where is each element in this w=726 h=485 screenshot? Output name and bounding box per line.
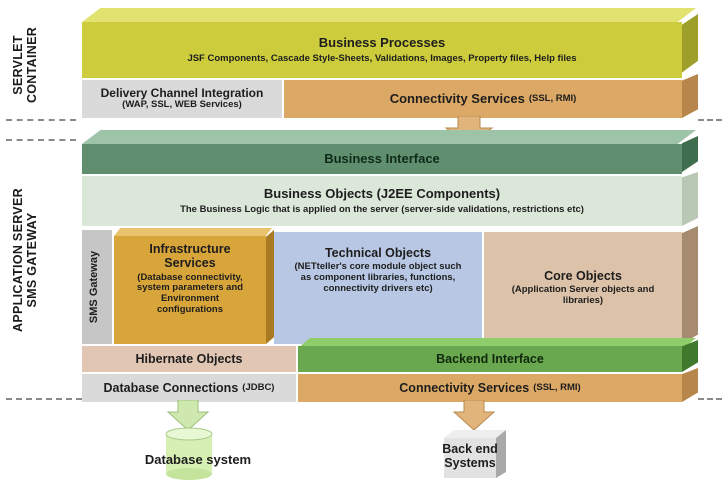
business-objects-title: Business Objects (J2EE Components) (263, 185, 501, 201)
business-processes-subtitle: JSF Components, Cascade Style-Sheets, Va… (187, 52, 577, 64)
database-connections-suffix: (JDBC) (242, 381, 275, 393)
backend-interface-layer: Backend Interface (298, 346, 682, 372)
core-objects-subtitle: (Application Server objects and librarie… (511, 284, 655, 307)
database-system-label: Database system (144, 452, 252, 467)
business-objects-side-face (682, 172, 698, 226)
business-interface-layer: Business Interface (82, 144, 682, 174)
business-interface-top-face (82, 130, 696, 144)
business-processes-side-face (680, 14, 698, 74)
infrastructure-services-block: Infrastructure Services (Database connec… (114, 236, 266, 344)
business-processes-layer: Business Processes JSF Components, Casca… (82, 22, 682, 78)
sms-gateway-block: SMS Gateway (82, 230, 112, 344)
separator-top-left (6, 119, 76, 121)
connectivity-top-suffix: (SSL, RMI) (528, 92, 577, 104)
technical-objects-subtitle: (NETteller's core module object such as … (294, 261, 462, 294)
separator-top-mid (6, 139, 76, 141)
separator-bottom-right (698, 398, 722, 400)
infrastructure-subtitle: (Database connectivity, system parameter… (136, 271, 244, 315)
arrow-to-database-icon (166, 399, 210, 431)
connectivity-services-top-layer: Connectivity Services (SSL, RMI) (284, 80, 682, 118)
business-processes-title: Business Processes (318, 34, 446, 50)
business-objects-subtitle: The Business Logic that is applied on th… (180, 203, 584, 215)
connectivity-top-side-face (682, 74, 698, 118)
hibernate-title: Hibernate Objects (135, 351, 243, 366)
backend-interface-top-face (298, 338, 696, 348)
backend-systems-label: Back end Systems (440, 442, 500, 471)
technical-objects-title: Technical Objects (324, 246, 432, 260)
backend-systems-icon (440, 428, 510, 478)
connectivity-services-bottom-layer: Connectivity Services (SSL, RMI) (298, 374, 682, 402)
arrow-to-backend-icon (452, 399, 496, 431)
infrastructure-top-face (114, 228, 272, 236)
backend-interface-title: Backend Interface (436, 351, 544, 366)
delivery-channel-layer: Delivery Channel Integration (WAP, SSL, … (82, 80, 282, 118)
backend-interface-side-face (682, 340, 698, 372)
sms-gateway-title: SMS Gateway (88, 250, 100, 324)
delivery-channel-subtitle: (WAP, SSL, WEB Services) (122, 99, 242, 111)
database-connections-title: Database Connections (103, 380, 239, 395)
servlet-label-line1: SERVLET (11, 35, 25, 95)
hibernate-objects-layer: Hibernate Objects (82, 346, 296, 372)
servlet-container-label: SERVLET CONTAINER (11, 25, 41, 105)
database-connections-layer: Database Connections (JDBC) (82, 374, 296, 402)
core-objects-side-face (682, 226, 698, 344)
business-objects-layer: Business Objects (J2EE Components) The B… (82, 176, 682, 226)
connectivity-bottom-suffix: (SSL, RMI) (533, 381, 581, 393)
connectivity-bottom-title: Connectivity Services (399, 380, 530, 395)
connectivity-bottom-side-face (682, 368, 698, 402)
connectivity-top-title: Connectivity Services (389, 90, 525, 106)
business-interface-side-face (682, 136, 698, 172)
business-processes-top-face (82, 8, 696, 22)
technical-objects-block: Technical Objects (NETteller's core modu… (274, 232, 482, 344)
app-server-label-line1: APPLICATION SERVER (11, 188, 25, 332)
database-cylinder-icon (163, 426, 215, 480)
infrastructure-side-face (266, 230, 274, 344)
infrastructure-title: Infrastructure Services (149, 242, 231, 271)
application-server-label: APPLICATION SERVER SMS GATEWAY (11, 170, 41, 350)
separator-top-right (698, 119, 722, 121)
core-objects-title: Core Objects (544, 268, 622, 283)
core-objects-block: Core Objects (Application Server objects… (484, 232, 682, 344)
backend-systems-line1: Back end (442, 442, 498, 456)
separator-bottom-left (6, 398, 82, 400)
backend-systems-line2: Systems (444, 456, 496, 471)
delivery-channel-title: Delivery Channel Integration (100, 85, 264, 100)
app-server-label-line2: SMS GATEWAY (25, 212, 39, 308)
business-interface-title: Business Interface (324, 150, 440, 166)
servlet-label-line2: CONTAINER (25, 26, 39, 104)
